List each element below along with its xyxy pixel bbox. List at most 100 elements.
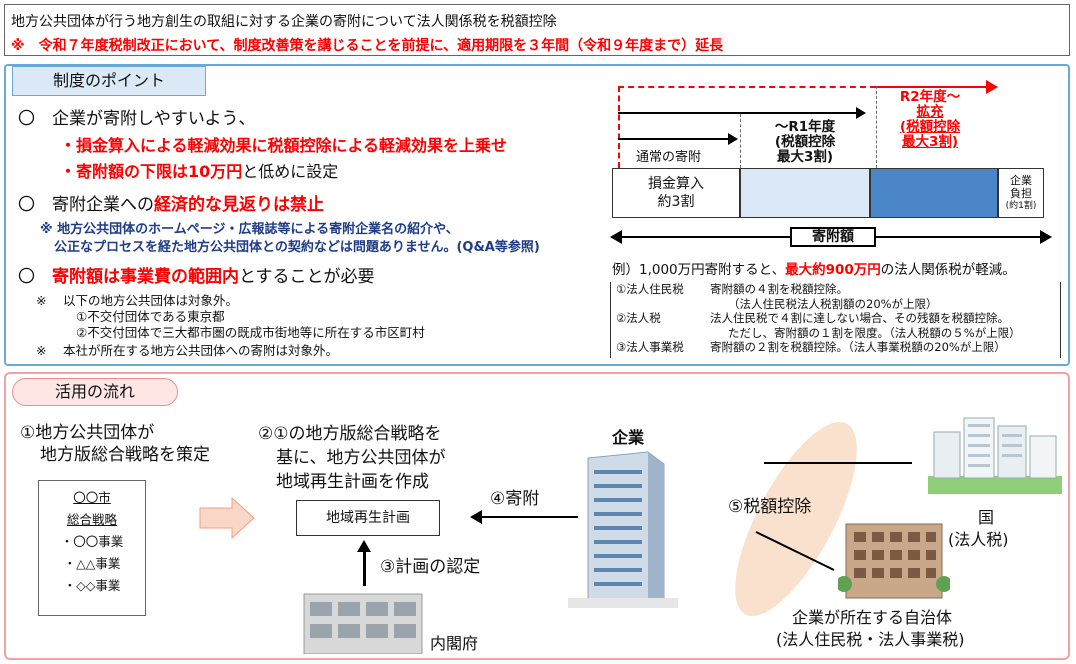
step-2-l1: ②①の地方版総合戦略を xyxy=(258,424,442,444)
box-r1 xyxy=(740,168,870,218)
kuni-label: 国 xyxy=(978,508,995,527)
note-1: ※ 以下の地方公共団体は対象外。 xyxy=(36,293,238,308)
tax3-desc: 寄附額の２割を税額控除。（法人事業税額の20%が上限） xyxy=(710,340,1006,354)
doc-item-2: ・△△事業 xyxy=(63,556,121,571)
step-1: ①地方公共団体が 地方版総合戦略を策定 xyxy=(20,422,210,466)
cabinet-building-icon xyxy=(303,593,423,654)
local-government-building-icon xyxy=(838,523,950,599)
r1-line xyxy=(618,112,856,114)
example-red: 最大約900万円 xyxy=(785,262,881,278)
kifu-label: 寄附額 xyxy=(790,227,876,247)
bullet-3-mark: 〇 xyxy=(18,267,52,287)
header-note: ※ 令和７年度税制改正において、制度改善策を講じることを前提に、適用期限を３年間… xyxy=(11,38,724,54)
bullet-2-text: 〇 寄附企業への xyxy=(18,195,154,215)
step-2-l2: 基に、地方公共団体が xyxy=(276,448,446,468)
step-2: ②①の地方版総合戦略を 基に、地方公共団体が 地域再生計画を作成 xyxy=(258,422,446,494)
tax1-limit: （法人住民税法人税割額の20%が上限） xyxy=(728,296,938,311)
kifu-arrow-right xyxy=(1040,230,1052,244)
note-1-a: ①不交付団体である東京都 xyxy=(76,309,225,324)
divider-r1 xyxy=(740,114,741,168)
min-amount-rest: と低めに設定 xyxy=(242,162,339,181)
bullet-3-red: 寄附額は事業費の範囲内 xyxy=(52,267,239,287)
bullet-1-sub-2: ・寄附額の下限は10万円と低めに設定 xyxy=(60,158,338,182)
kifu-arrow-left xyxy=(610,230,622,244)
burden-l2: 負担 xyxy=(1010,187,1032,200)
donation-line xyxy=(482,516,578,518)
box-sonkin-l1: 損金算入 xyxy=(648,176,704,192)
bullet-3: 〇 寄附額は事業費の範囲内とすることが必要 xyxy=(18,262,375,287)
tax-table: ①法人住民税寄附額の４割を税額控除。 （法人住民税法人税割額の20%が上限） ②… xyxy=(616,282,1056,355)
example-b: の法人関係税が軽減。 xyxy=(880,262,1016,278)
flow-section xyxy=(4,372,1070,660)
step-1-l2: 地方版総合戦略を策定 xyxy=(40,445,210,465)
r1-sub1: (税額控除 xyxy=(774,134,836,150)
points-section xyxy=(4,64,1070,366)
step-5: ⑤税額控除 xyxy=(728,497,812,517)
company-label: 企業 xyxy=(612,428,645,447)
box-r2 xyxy=(870,168,998,218)
doc-item-3: ・◇◇事業 xyxy=(63,578,121,593)
burden-l3: (約1割) xyxy=(1005,201,1037,211)
tax2-desc: 法人住民税で４割に達しない場合、その残額を税額控除。 xyxy=(710,311,1009,325)
approval-line xyxy=(363,546,366,586)
bracket-left xyxy=(610,282,611,358)
cabinet-label: 内閣府 xyxy=(430,634,479,653)
header-box: 地方公共団体が行う地方創生の取組に対する企業の寄附について法人関係税を税額控除 … xyxy=(4,4,1070,56)
step-3: ③計画の認定 xyxy=(380,557,481,577)
normal-arrow-head xyxy=(728,133,738,145)
bullet-2: 〇 寄附企業への経済的な見返りは禁止 xyxy=(18,190,324,215)
line-to-kuni xyxy=(764,462,912,464)
tax-deduction-ellipse xyxy=(735,421,857,617)
tax2-limit: ただし、寄附額の１割を限度。（法人税額の５%が上限） xyxy=(728,325,1021,340)
dashed-line xyxy=(618,86,876,88)
r2-sub2: (税額控除 xyxy=(899,119,961,135)
bullet-2-red: 経済的な見返りは禁止 xyxy=(154,195,324,215)
arrow-right-icon xyxy=(199,496,255,540)
doc-item-1: ・〇〇事業 xyxy=(60,534,124,549)
header-title: 地方公共団体が行う地方創生の取組に対する企業の寄附について法人関係税を税額控除 xyxy=(11,14,557,30)
bullet-1-sub-1: ・損金算入による軽減効果に税額控除による軽減効果を上乗せ xyxy=(60,136,508,155)
normal-label: 通常の寄附 xyxy=(636,150,702,165)
kuni-tax-label: (法人税) xyxy=(948,530,1009,549)
r2-arrow-head xyxy=(986,80,998,94)
r2-sub1: 拡充 xyxy=(916,104,944,120)
step-1-l1: ①地方公共団体が xyxy=(20,423,155,443)
box-sonkin: 損金算入 約3割 xyxy=(612,168,740,218)
r2-label-block: R2年度～ 拡充 (税額控除 最大3割) xyxy=(890,90,970,150)
dashed-vertical xyxy=(618,86,622,168)
r1-label: ～R1年度 xyxy=(774,119,836,135)
burden-l1: 企業 xyxy=(1010,174,1032,187)
r2-line xyxy=(876,86,986,88)
plan-box: 地域再生計画 xyxy=(296,500,440,536)
r1-label-block: ～R1年度 (税額控除 最大3割) xyxy=(760,120,850,165)
bullet-2-note-1: ※ 地方公共団体のホームページ・広報誌等による寄附企業名の紹介や、 xyxy=(40,222,459,237)
doc-title: 総合戦略 xyxy=(66,512,117,527)
bracket-right xyxy=(1060,282,1061,358)
normal-line xyxy=(618,138,728,140)
box-sonkin-l2: 約3割 xyxy=(657,194,695,210)
approval-arrow-icon xyxy=(357,540,371,552)
note-1-b: ②不交付団体で三大都市圏の既成市街地等に所在する市区町村 xyxy=(76,325,425,340)
tax3-name: ③法人事業税 xyxy=(616,340,684,354)
local-label: 企業が所在する自治体 xyxy=(792,608,953,627)
flow-tab: 活用の流れ xyxy=(12,378,178,406)
r2-label: R2年度～ xyxy=(899,89,961,105)
company-building-icon xyxy=(568,451,678,608)
doc-city: 〇〇市 xyxy=(73,490,111,505)
local-tax-label: (法人住民税・法人事業税) xyxy=(776,630,965,649)
tax1-desc: 寄附額の４割を税額控除。 xyxy=(710,282,848,296)
step-2-l3: 地域再生計画を作成 xyxy=(276,472,429,492)
strategy-document: 〇〇市 総合戦略 ・〇〇事業 ・△△事業 ・◇◇事業 xyxy=(38,480,146,616)
bullet-1: 〇 企業が寄附しやすいよう、 xyxy=(18,109,256,129)
line-to-local xyxy=(755,531,835,571)
bullet-2-note-2: 公正なプロセスを経た地方公共団体との契約などは問題ありません。(Q&A等参照) xyxy=(54,240,540,255)
step-4: ④寄附 xyxy=(490,489,540,509)
divider-r2 xyxy=(876,86,877,168)
bullet-3-rest: とすることが必要 xyxy=(239,267,375,287)
r2-sub3: 最大3割) xyxy=(901,134,959,150)
min-amount-text: ・寄附額の下限は10万円 xyxy=(60,162,243,181)
donation-arrow-icon xyxy=(470,510,482,524)
example-a: 例）1,000万円寄附すると、 xyxy=(612,262,786,278)
note-2: ※ 本社が所在する地方公共団体への寄附は対象外。 xyxy=(36,343,338,358)
r1-sub2: 最大3割) xyxy=(776,149,834,165)
